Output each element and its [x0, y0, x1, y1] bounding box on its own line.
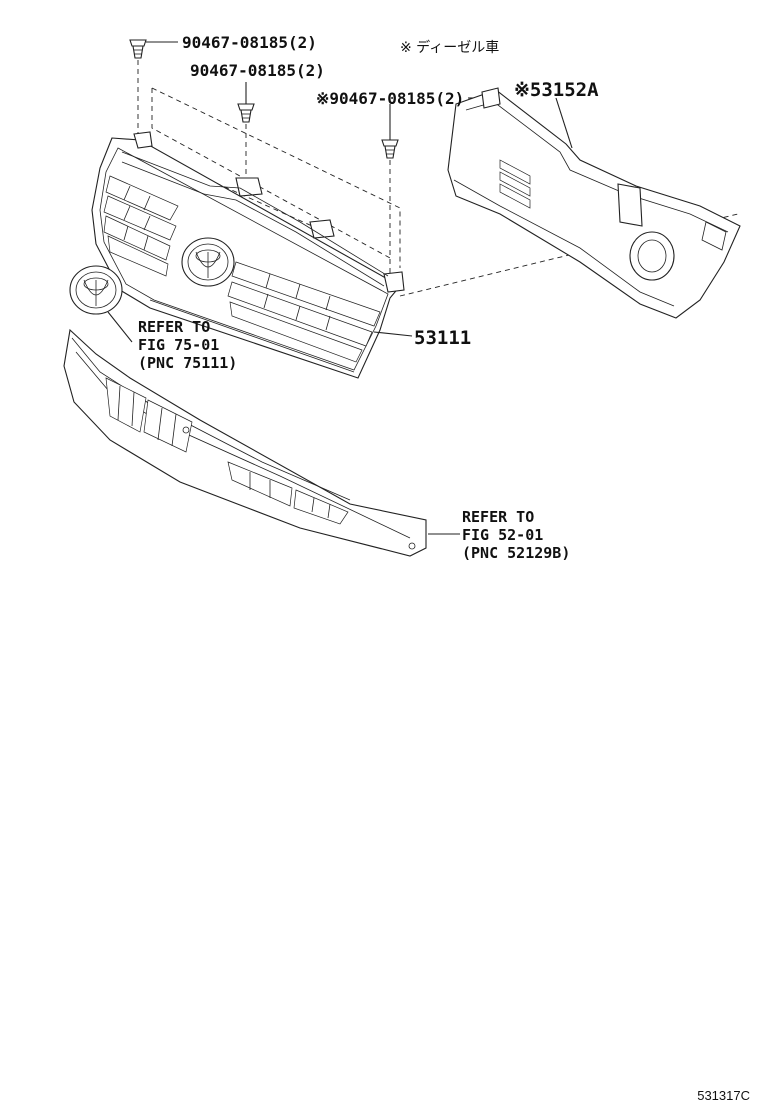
grille-part-number: 53111 — [414, 327, 471, 349]
bumper-ref-line-2: FIG 52-01 — [462, 526, 543, 544]
clip-part-number-2: 90467-08185(2) — [190, 61, 325, 80]
clip-1-icon — [129, 39, 147, 59]
emblem-ref-line-1: REFER TO — [138, 318, 210, 336]
grille-leader — [373, 331, 413, 337]
engine-under-cover — [447, 87, 741, 319]
cover-part-number: ※53152A — [514, 79, 599, 101]
bumper-ref-line-1: REFER TO — [462, 508, 534, 526]
diesel-note: ※ ディーゼル車 — [400, 39, 499, 56]
clip-part-number-1: 90467-08185(2) — [182, 33, 317, 52]
figure-code: 531317C — [697, 1088, 750, 1103]
bumper-ref-line-3: (PNC 52129B) — [462, 544, 570, 562]
cover-leader — [555, 97, 573, 149]
emblem-ref-line-3: (PNC 75111) — [138, 354, 237, 372]
radiator-grille — [91, 131, 405, 379]
emblem-leader — [107, 311, 133, 343]
clip-part-number-3: ※90467-08185(2) — [316, 89, 464, 108]
clip-3-icon — [381, 139, 399, 159]
emblem-ref-line-2: FIG 75-01 — [138, 336, 219, 354]
front-bumper — [63, 328, 427, 557]
clip-2-icon — [237, 103, 255, 123]
emblem-icon — [69, 265, 123, 315]
